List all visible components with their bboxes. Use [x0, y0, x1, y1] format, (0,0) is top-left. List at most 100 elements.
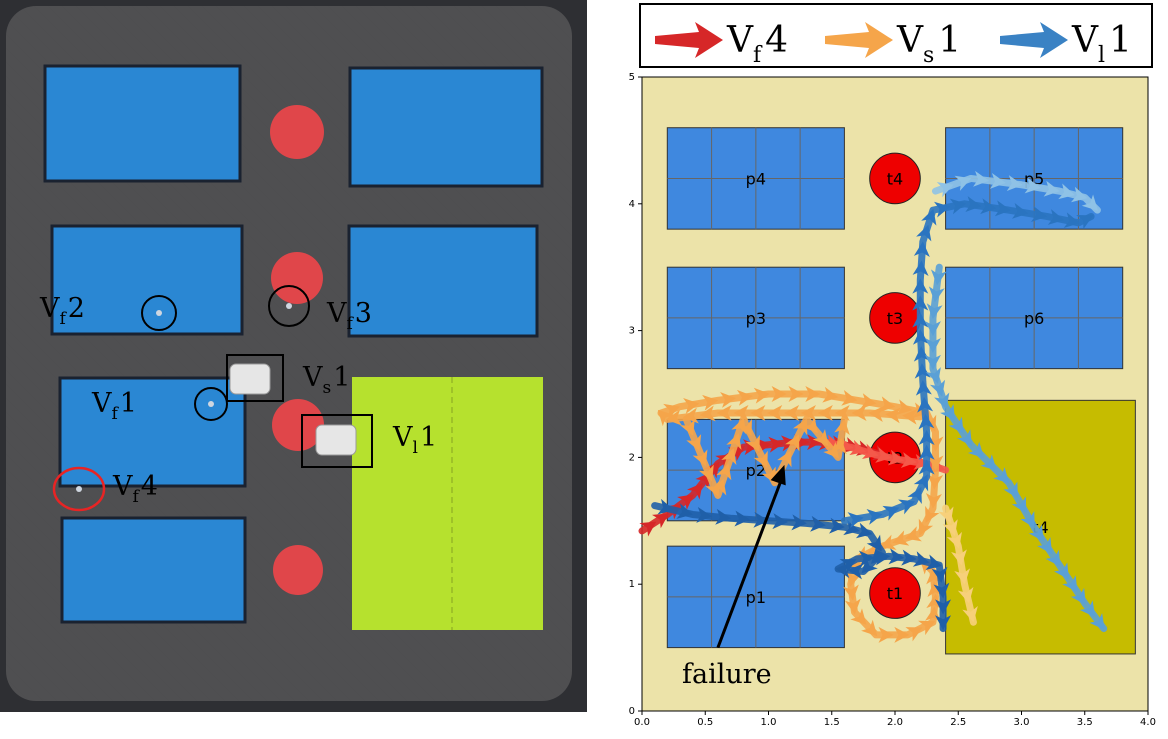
tarp-mid-right: [347, 224, 539, 338]
red-discs: [270, 105, 324, 595]
trajectory-arrow: [878, 626, 894, 643]
trajectory-arrow: [720, 392, 736, 408]
target-disc: [869, 567, 921, 619]
trajectory-arrow: [1053, 562, 1069, 580]
trajectory-arrow: [936, 182, 954, 198]
trajectory-arrow: [915, 380, 932, 396]
trajectory-vl1-2: [840, 196, 1095, 528]
trajectory-arrow: [901, 549, 917, 566]
trajectory-arrow: [716, 463, 732, 481]
trajectory-arrow: [866, 508, 883, 525]
drone-vf2-ring: [141, 295, 177, 331]
trajectory-arrow: [954, 175, 972, 191]
trajectory-arrow: [973, 170, 989, 187]
trajectory-arrow: [687, 482, 703, 500]
tarp-bottom-left: [60, 516, 247, 624]
trajectory-arrow: [657, 498, 674, 515]
drone-vf4: [76, 486, 82, 492]
target-t1: t1: [869, 567, 921, 619]
trajectory-arrow: [845, 570, 862, 587]
y-tick-label: 0: [629, 706, 635, 717]
trajectory-arrow: [1045, 549, 1061, 567]
trajectory-arrow: [875, 447, 892, 463]
trajectory-arrow: [721, 448, 737, 466]
trajectory-arrow: [1012, 202, 1029, 219]
label-vl1: Vl1: [392, 422, 437, 458]
red-disc-1: [270, 105, 324, 159]
x-tick-label: 3.0: [1014, 717, 1030, 728]
trajectory-arrow: [948, 416, 964, 434]
trajectory-arrow: [785, 434, 800, 452]
trajectory-arrow: [711, 478, 727, 496]
trajectory-arrow: [812, 429, 829, 446]
trajectory-arrow: [652, 513, 669, 529]
legend-box: [639, 3, 1153, 68]
trajectory-arrow: [885, 407, 901, 424]
x-tick-label: 0.5: [697, 717, 713, 728]
trajectory-arrow: [716, 405, 732, 422]
trajectory-arrow: [830, 438, 847, 455]
robot-vl1: [315, 424, 357, 456]
trajectory-arrow: [1079, 600, 1096, 618]
trajectory-arrow: [902, 408, 918, 425]
x-tick-label: 2.5: [950, 717, 966, 728]
trajectory-arrow: [1011, 496, 1027, 514]
trajectory-arrow: [1062, 575, 1078, 593]
trajectory-arrow: [931, 566, 948, 583]
trajectory-arrow: [879, 534, 897, 550]
trajectory-arrow: [951, 549, 967, 566]
trajectory-arrow: [912, 329, 929, 345]
trajectory-arrow: [925, 492, 942, 509]
target-label: t3: [887, 309, 903, 328]
trajectory-arrow: [734, 510, 750, 527]
trajectory-arrow: [858, 550, 875, 567]
trajectory-arrow: [676, 503, 693, 519]
trajectory-arrow: [842, 584, 859, 601]
trajectory-arrow: [918, 413, 935, 430]
trajectory-arrow: [849, 439, 866, 456]
x-tick-label: 0.0: [634, 717, 650, 728]
trajectory-arrow: [921, 208, 937, 226]
trajectory-arrow: [841, 390, 858, 406]
trajectory-arrow: [913, 241, 930, 257]
trajectory-arrow: [698, 464, 714, 482]
trajectory-arrow: [956, 429, 972, 447]
trajectory-arrow: [925, 367, 941, 384]
trajectory-arrow: [957, 586, 974, 604]
trajectory-arrow: [912, 295, 929, 311]
trajectory-arrow: [924, 321, 941, 337]
x-tick-label: 4.0: [1140, 717, 1156, 728]
trajectory-arrow: [912, 312, 929, 328]
trajectory-arrow: [917, 397, 934, 413]
failure-arrow-head: [770, 464, 786, 486]
trajectory-arrow: [823, 441, 839, 459]
region-p6: p6: [945, 266, 1124, 370]
trajectory-arrow: [788, 386, 804, 402]
trajectory-arrow: [892, 530, 910, 546]
trajectory-arrow: [965, 196, 982, 212]
trajectory-arrow: [914, 363, 931, 379]
region-label: p4: [746, 169, 766, 188]
region-p1: p1: [666, 545, 845, 649]
legend-arrow-icon: [825, 22, 893, 58]
trajectory-arrow: [946, 531, 962, 549]
y-tick-label: 4: [629, 199, 635, 210]
trajectory-arrow: [705, 479, 721, 497]
trajectory-arrow: [699, 405, 716, 422]
trajectory-arrow: [805, 386, 821, 402]
trajectory-arrow: [925, 554, 942, 570]
trajectory-arrow: [949, 198, 967, 215]
trajectory-arrow: [807, 434, 823, 451]
tarp-top-left: [43, 64, 242, 183]
trajectory-arrow: [861, 443, 879, 459]
tarp-mid-left: [50, 224, 244, 336]
trajectory-arrow: [861, 619, 878, 637]
trajectory-arrow: [639, 521, 657, 537]
trajectory-arrow: [918, 620, 936, 636]
trajectory-arrow: [683, 398, 700, 414]
red-disc-3: [272, 399, 324, 451]
region-t4-area: t4: [945, 399, 1136, 655]
